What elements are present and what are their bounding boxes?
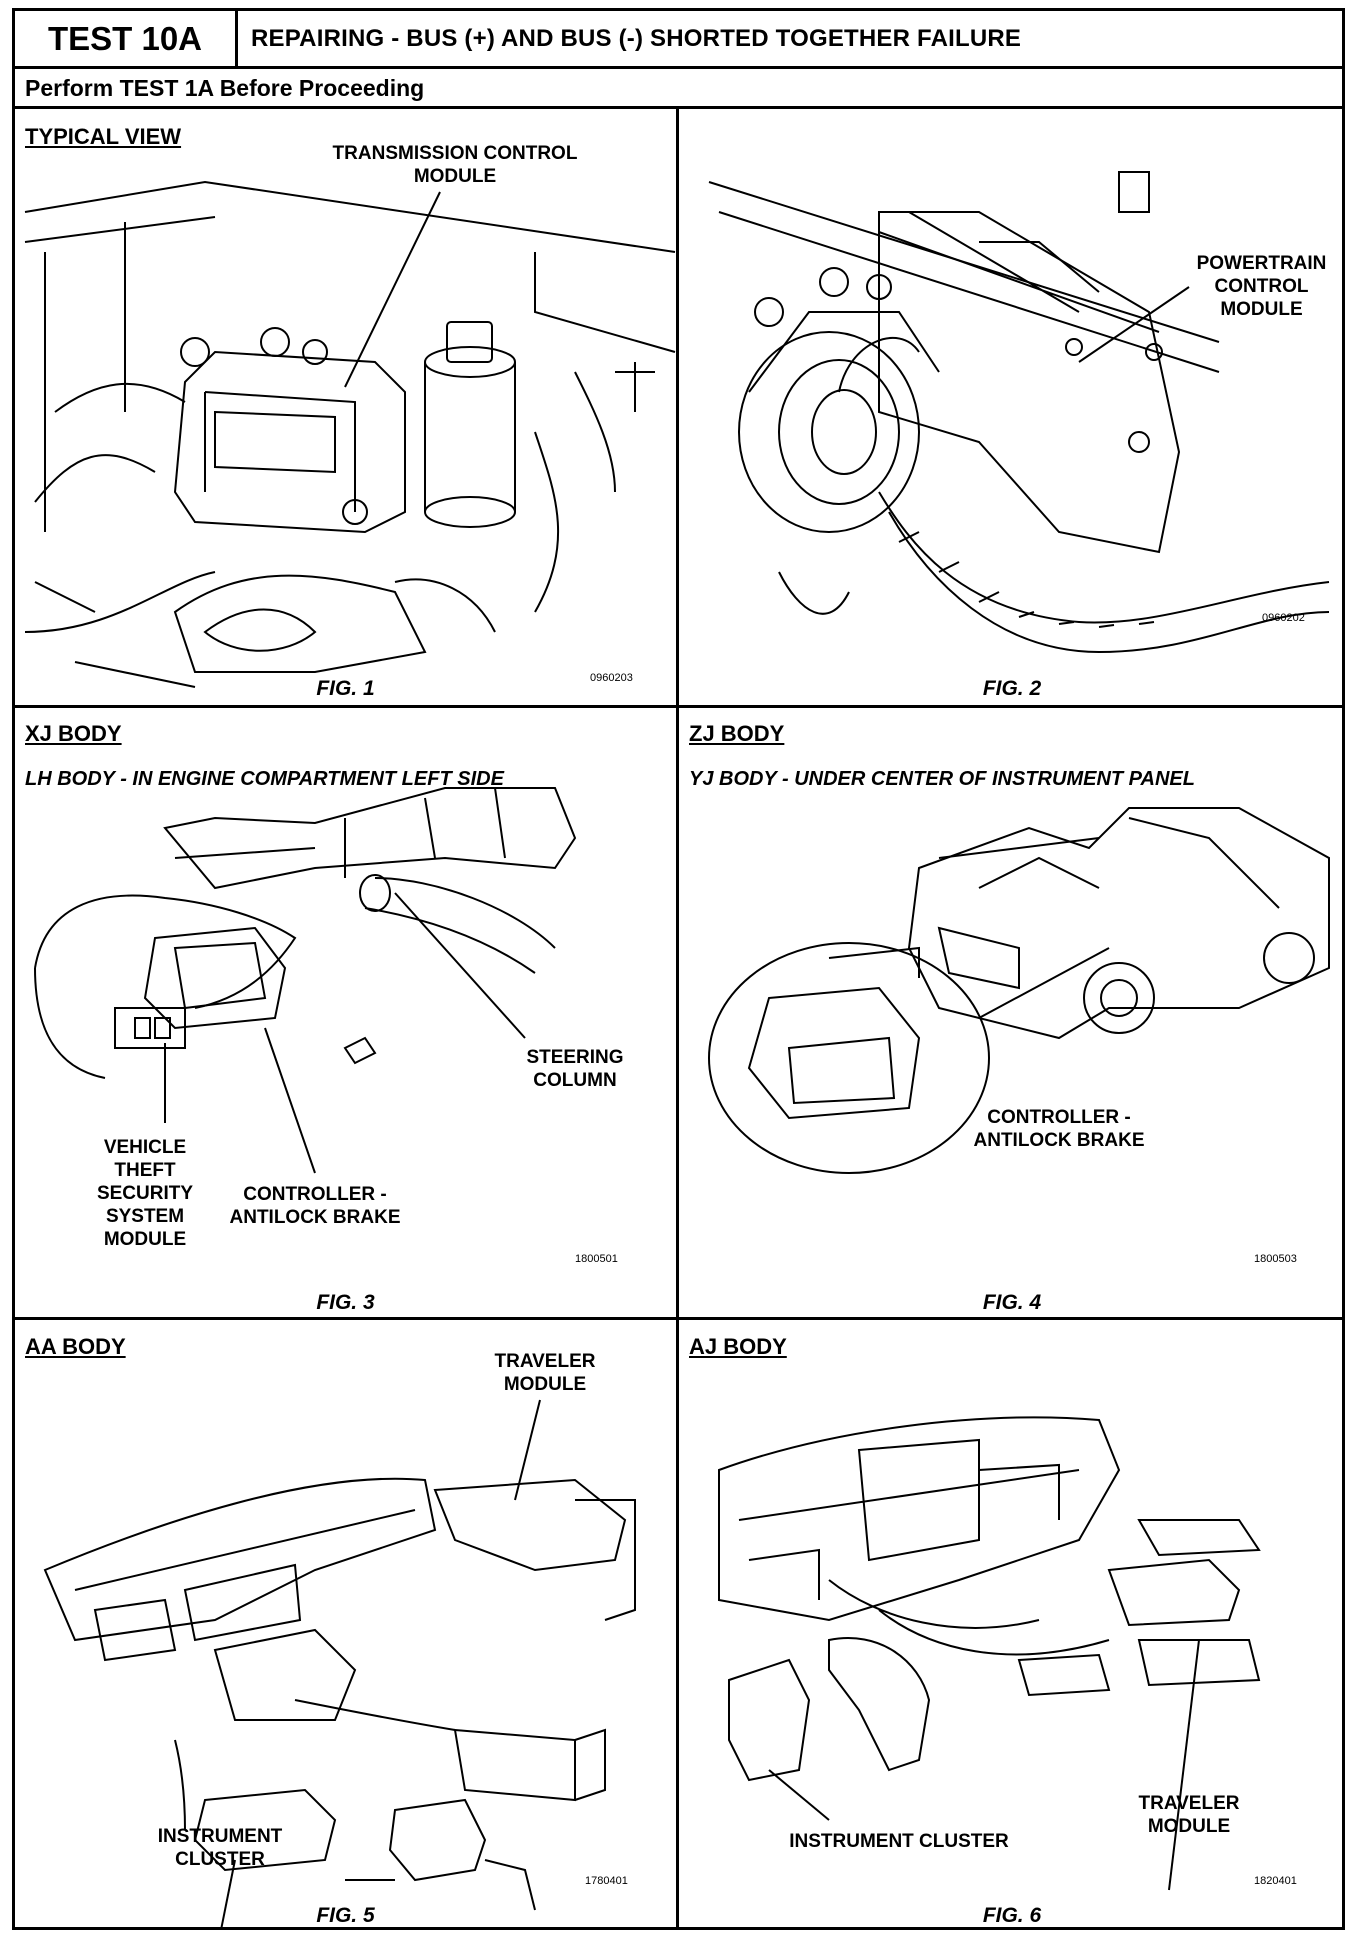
panel-fig4: ZJ BODY YJ BODY - UNDER CENTER OF INSTRU… [679,708,1345,1317]
figure-caption: FIG. 3 [316,1291,375,1314]
panel-heading: AA BODY [25,1334,126,1359]
prerequisite-note: Perform TEST 1A Before Proceeding [25,75,425,101]
figure-caption: FIG. 4 [982,1291,1042,1314]
panel-heading: ZJ BODY [689,721,785,746]
panel-heading: AJ BODY [689,1334,787,1359]
panel-subheading: LH BODY - IN ENGINE COMPARTMENT LEFT SID… [25,768,504,790]
grid-divider-vertical [676,109,679,1927]
panel-fig6: AJ BODY TRAVELER MODULE INSTRUMENT CLUST… [679,1320,1345,1927]
test-sheet: TEST 10A REPAIRING - BUS (+) AND BUS (-)… [12,8,1345,1930]
test-id: TEST 10A [15,11,238,66]
panel-fig5: AA BODY TRAVELER MODULE INSTRUM [15,1320,676,1927]
subheader-bar: Perform TEST 1A Before Proceeding [15,69,1342,109]
figure-code: 1780401 [585,1875,628,1887]
figure-caption: FIG. 1 [316,677,375,700]
instrument-cluster-label: INSTRUMENT CLUSTER [157,1826,283,1870]
figure-code: 1820401 [1254,1875,1297,1887]
pcm-illustration [679,112,1345,705]
abs-controller-label: CONTROLLER - ANTILOCK BRAKE [229,1184,401,1228]
figure-code: 0960202 [1262,612,1305,624]
panel-fig3: XJ BODY LH BODY - IN ENGINE COMPARTMENT … [15,708,676,1317]
panel-fig1: TYPICAL VIEW TRANSMISSION CONTROL MODULE [15,112,676,705]
vehicle-abs-illustration [679,708,1345,1317]
figure-caption: FIG. 2 [982,677,1042,700]
grid-divider-row1 [15,705,1342,708]
panel-heading: XJ BODY [25,721,122,746]
traveler-module-label: TRAVELER MODULE [1138,1793,1240,1837]
dash-traveler-illustration [15,1320,676,1927]
vtss-module-label: VEHICLE THEFT SECURITY SYSTEM MODULE [96,1137,194,1250]
panel-heading: TYPICAL VIEW [25,124,182,149]
page-title: REPAIRING - BUS (+) AND BUS (-) SHORTED … [251,25,1022,52]
tcm-illustration [15,112,676,705]
instrument-cluster-label: INSTRUMENT CLUSTER [789,1831,1009,1852]
dash-traveler-illustration [679,1320,1345,1927]
pcm-label: POWERTRAIN CONTROL MODULE [1196,253,1327,320]
figure-code: 1800503 [1254,1253,1297,1265]
steering-column-label: STEERING COLUMN [526,1047,624,1091]
traveler-module-label: TRAVELER MODULE [494,1351,596,1395]
panel-fig2: POWERTRAIN CONTROL MODULE 0960202 FIG. 2 [679,112,1345,705]
abs-controller-illustration [15,708,676,1317]
figure-caption: FIG. 6 [982,1904,1042,1927]
tcm-label: TRANSMISSION CONTROL MODULE [332,143,578,187]
header-bar: TEST 10A REPAIRING - BUS (+) AND BUS (-)… [15,11,1342,69]
figure-code: 0960203 [590,672,633,684]
figure-caption: FIG. 5 [316,1904,375,1927]
abs-controller-label: CONTROLLER - ANTILOCK BRAKE [973,1107,1145,1151]
panel-subheading: YJ BODY - UNDER CENTER OF INSTRUMENT PAN… [689,768,1195,790]
figure-code: 1800501 [575,1253,618,1265]
grid-divider-row2 [15,1317,1342,1320]
